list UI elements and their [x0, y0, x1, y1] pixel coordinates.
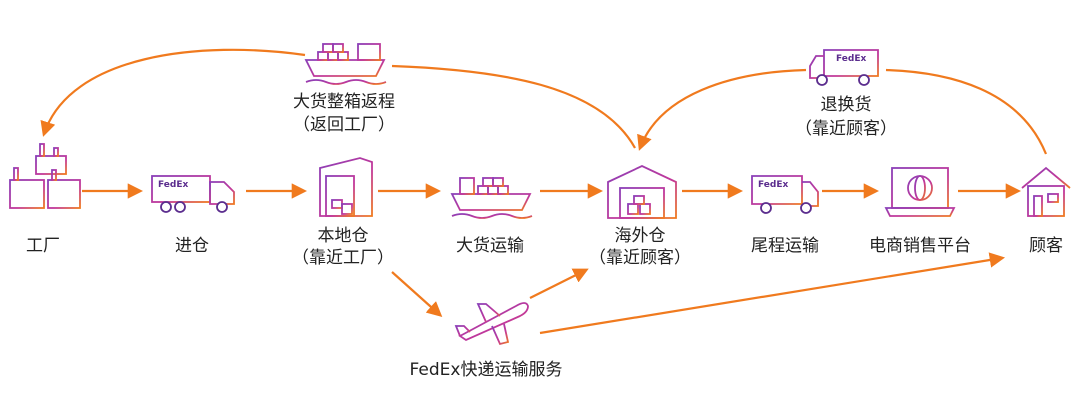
warehouse-building-icon: [319, 157, 373, 217]
airplane-icon: [454, 302, 529, 346]
ecommerce-label: 电商销售平台: [869, 236, 971, 256]
flow-arrows: [40, 48, 1048, 335]
customer-label: 顾客: [1029, 236, 1063, 256]
factory-icon: [9, 143, 81, 209]
fedex-brand-mark: FedEx: [158, 180, 188, 190]
return-container-sublabel: （返回工厂）: [293, 115, 395, 135]
express-label: FedEx快递运输服务: [410, 360, 563, 380]
bulk-transport-label: 大货运输: [456, 236, 524, 256]
labels: 工厂 进仓 本地仓 （靠近工厂） 大货运输 海外仓 （靠近顾客） 尾程运输 电商…: [26, 92, 1063, 380]
cargo-ship-icon: [450, 170, 533, 219]
cargo-ship-icon: [304, 36, 387, 85]
arrow-customer-to-exchange: [885, 68, 1048, 155]
local-warehouse-label: 本地仓: [318, 226, 369, 246]
arrow-return-to-factory: [40, 48, 306, 137]
inbound-label: 进仓: [175, 236, 209, 256]
factory-label: 工厂: [26, 236, 60, 256]
overseas-warehouse-sublabel: （靠近顾客）: [589, 248, 691, 268]
arrow-return-from-overseas: [391, 64, 636, 149]
laptop-globe-icon: [884, 167, 956, 217]
last-mile-label: 尾程运输: [751, 236, 819, 256]
warehouse-icon: [607, 165, 677, 219]
exchange-label: 退换货: [821, 95, 872, 115]
arrow-express-to-customer: [539, 252, 1006, 335]
arrow-local-to-express: [391, 271, 443, 318]
exchange-sublabel: （靠近顾客）: [795, 119, 897, 139]
fedex-brand-mark: FedEx: [836, 54, 866, 64]
arrow-express-to-overseas: [529, 268, 589, 299]
return-container-label: 大货整箱返程: [293, 92, 395, 112]
fedex-van-icon: FedEx: [809, 49, 879, 86]
fedex-brand-mark: FedEx: [758, 180, 788, 190]
house-icon: [1021, 166, 1071, 217]
fedex-truck-icon: FedEx: [151, 175, 235, 213]
overseas-warehouse-label: 海外仓: [615, 226, 666, 246]
fedex-van-icon: FedEx: [751, 175, 819, 214]
arrow-exchange-to-overseas: [637, 68, 807, 151]
local-warehouse-sublabel: （靠近工厂）: [292, 248, 394, 268]
